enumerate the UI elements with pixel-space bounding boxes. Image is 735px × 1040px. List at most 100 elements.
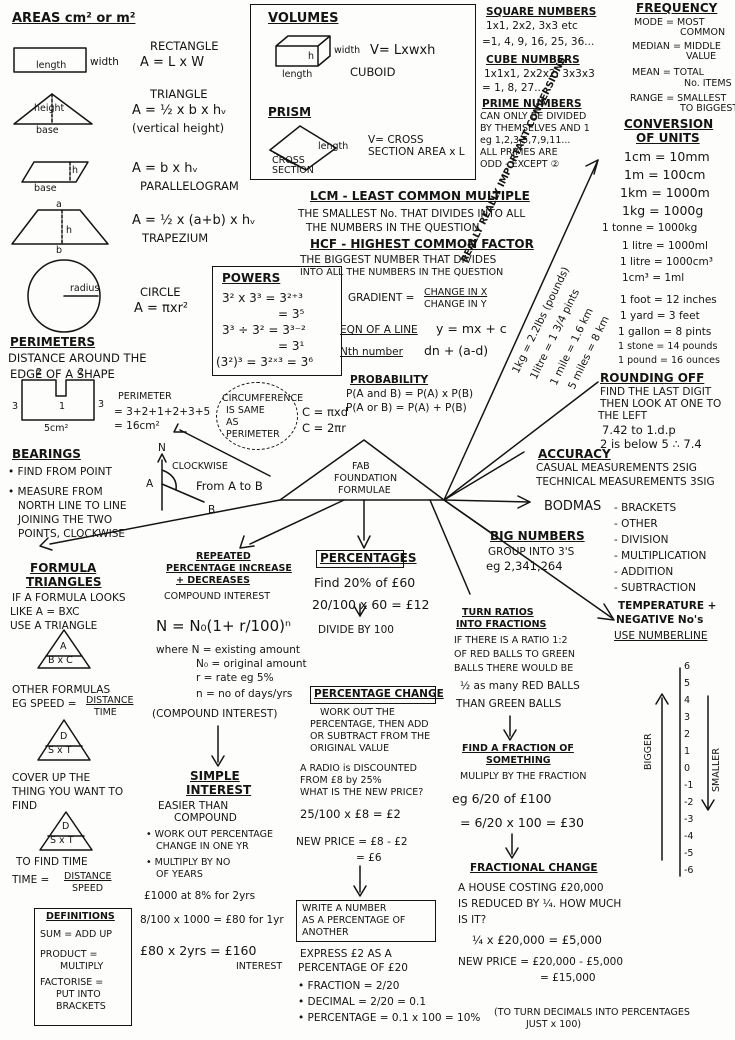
perc-l2: 20/100 x 60 = £12 <box>312 597 430 612</box>
simple-b1b: CHANGE IN ONE YR <box>156 841 249 852</box>
center-l1: FAB <box>352 461 370 472</box>
trap-h-label: h <box>66 225 73 236</box>
pchange-l2: PERCENTAGE, THEN ADD <box>310 719 429 730</box>
simple-t2: INTEREST <box>186 783 252 797</box>
fchange-l6: = £15,000 <box>540 972 596 984</box>
prism-title: PRISM <box>268 105 312 119</box>
freq-range: RANGE = SMALLEST <box>630 93 727 104</box>
frequency-title: FREQUENCY <box>636 1 718 15</box>
volumes-title: VOLUMES <box>268 11 339 26</box>
ft-l4: OTHER FORMULAS <box>12 684 111 696</box>
rep-w4: n = no of days/yrs <box>196 688 293 700</box>
nth-formula: dn + (a-d) <box>424 343 489 358</box>
fraction-l1: MULIPLY BY THE FRACTION <box>460 771 587 782</box>
writenum-box <box>296 900 436 942</box>
pchange-l3: OR SUBTRACT FROM THE <box>310 731 431 742</box>
bearing-n: N <box>158 442 166 454</box>
ratios-l1: IF THERE IS A RATIO 1:2 <box>454 635 568 646</box>
simple-b1: • WORK OUT PERCENTAGE <box>146 829 273 840</box>
freq-median2: VALUE <box>686 51 717 62</box>
percentages-box <box>316 550 404 568</box>
powers-title: POWERS <box>222 271 281 285</box>
rep-w3: r = rate eg 5% <box>196 672 274 684</box>
prime-l4: ALL PRIMES ARE <box>480 147 558 158</box>
simple-b2: • MULTIPLY BY NO <box>146 857 231 868</box>
temp-l2: NEGATIVE No's <box>616 614 704 626</box>
bearings-l5: POINTS, CLOCKWISE <box>18 528 125 540</box>
freq-mode: MODE = MOST <box>634 17 705 28</box>
perimeter-w1: = 3+2+1+2+3+5 <box>114 406 211 418</box>
perimeters-l1: DISTANCE AROUND THE <box>8 351 147 365</box>
cuboid-width-label: width <box>334 45 361 56</box>
bearing-a: A <box>146 478 154 490</box>
wn-l7: • DECIMAL = 2/20 = 0.1 <box>298 996 426 1008</box>
conv-i2: 1 gallon = 8 pints <box>618 326 712 338</box>
accuracy-title: ACCURACY <box>538 447 611 461</box>
freq-range2: TO BIGGEST <box>680 103 735 114</box>
bearings-l1: • FIND FROM POINT <box>8 466 112 478</box>
center-l2: FOUNDATION <box>334 473 398 484</box>
ft-l7: THING YOU WANT TO <box>12 786 124 798</box>
simple-l1: EASIER THAN <box>158 800 229 812</box>
fchange-l4: ¼ x £20,000 = £5,000 <box>472 933 603 947</box>
prism-length-label: length <box>318 141 349 152</box>
perimeter-shape <box>21 379 95 421</box>
hcf-l2: INTO ALL THE NUMBERS IN THE QUESTION <box>300 267 504 278</box>
bearings-l4: JOINING THE TWO <box>18 514 113 526</box>
bodmas-3: - MULTIPLICATION <box>614 550 707 562</box>
temp-l3: USE NUMBERLINE <box>614 630 708 642</box>
perimeter-w2: = 16cm² <box>114 420 160 432</box>
rect-formula: A = L x W <box>140 55 205 70</box>
prism-section-label: SECTION <box>272 165 314 176</box>
conv-m3: 1kg = 1000g <box>622 203 704 218</box>
perimeters-title: PERIMETERS <box>10 335 96 349</box>
ratios-l3: BALLS THERE WOULD BE <box>454 663 574 674</box>
circle-shape <box>27 259 101 333</box>
wn-l10: JUST x 100) <box>526 1019 582 1030</box>
bearing-atob: From A to B <box>196 479 263 493</box>
perc-title: PERCENTAGES <box>320 551 417 565</box>
ratios-t1: TURN RATIOS <box>462 607 534 618</box>
perimeter-label: PERIMETER <box>118 391 172 402</box>
bodmas-title: BODMAS <box>544 499 602 514</box>
conv-m0: 1cm = 10mm <box>624 149 710 164</box>
rounding-l2: THEN LOOK AT ONE TO <box>600 398 722 410</box>
fchange-l2: IS REDUCED BY ¼. HOW MUCH <box>458 898 622 910</box>
square-l2: =1, 4, 9, 16, 25, 36... <box>482 36 595 48</box>
conv-m4: 1 tonne = 1000kg <box>602 222 698 234</box>
pchange-l1: WORK OUT THE <box>320 707 395 718</box>
nl-m3: -3 <box>684 814 694 825</box>
hcf-l1: THE BIGGEST NUMBER THAT DIVIDES <box>300 254 497 266</box>
rounding-l1: FIND THE LAST DIGIT <box>600 386 712 398</box>
conv-m1: 1m = 100cm <box>624 167 706 182</box>
def-l6: BRACKETS <box>56 1001 106 1012</box>
nl-4: 4 <box>684 695 691 706</box>
wn-l8: • PERCENTAGE = 0.1 x 100 = 10% <box>298 1012 481 1024</box>
ft-l6: COVER UP THE <box>12 772 91 784</box>
wn-l2: AS A PERCENTAGE OF <box>302 915 406 926</box>
definitions-box <box>34 908 132 1026</box>
hcf-title: HCF - HIGHEST COMMON FACTOR <box>310 237 534 251</box>
freq-mode2: COMMON <box>680 27 726 38</box>
nl-smaller: SMALLER <box>711 748 722 792</box>
prism-cross-label: CROSS <box>272 155 305 166</box>
nl-m1: -1 <box>684 780 694 791</box>
eqline-formula: y = mx + c <box>436 321 507 336</box>
ratios-t2: INTO FRACTIONS <box>456 619 547 630</box>
ft-t3bot: S x T <box>50 835 74 846</box>
rounding-l5: 2 is below 5 ∴ 7.4 <box>600 437 702 451</box>
ft-l2: LIKE A = BXC <box>10 606 80 618</box>
wn-l9: (TO TURN DECIMALS INTO PERCENTAGES <box>494 1007 690 1018</box>
trap-formula: A = ½ x (a+b) x hᵥ <box>132 213 256 228</box>
nl-m6: -6 <box>684 865 694 876</box>
circle-name: CIRCLE <box>140 285 181 299</box>
fraction-t2: SOMETHING <box>486 755 551 766</box>
simple-t1: SIMPLE <box>190 769 240 783</box>
circ-l2: IS SAME <box>226 405 265 416</box>
rect-width-label: width <box>90 56 119 68</box>
bearings-l3: NORTH LINE TO LINE <box>18 500 127 512</box>
circ-l4: PERIMETER <box>226 429 280 440</box>
fraction-t1: FIND A FRACTION OF <box>462 743 574 754</box>
cuboid-formula: V= Lxwxh <box>370 43 436 58</box>
cuboid-h-label: h <box>308 51 315 62</box>
